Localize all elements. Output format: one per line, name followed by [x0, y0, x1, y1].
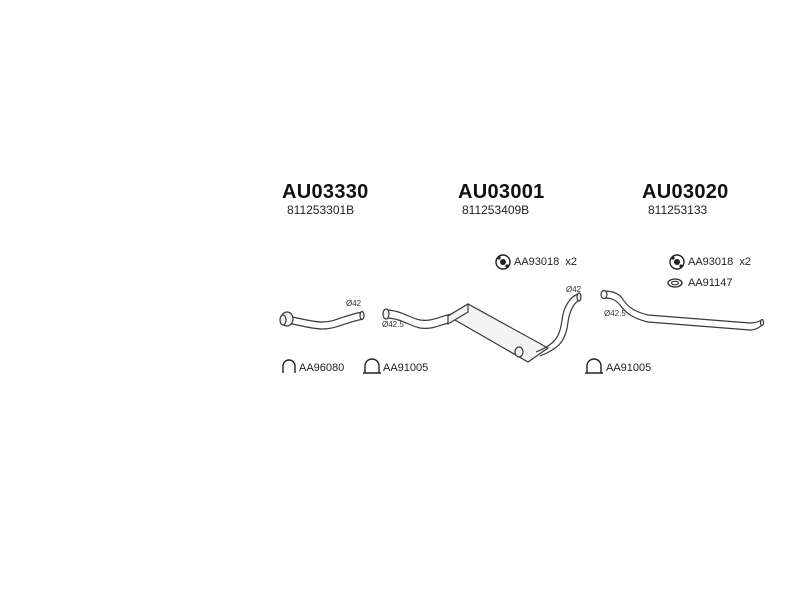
- assembly-oem-center: 811253409B: [462, 203, 530, 217]
- part-number: AA93018: [514, 256, 560, 268]
- part-quantity: x2: [565, 256, 577, 268]
- clamp-icon: [282, 359, 296, 373]
- rear-pipe-drawing: [600, 289, 765, 331]
- assembly-oem-rear: 811253133: [648, 203, 708, 217]
- bracket-icon: [363, 358, 381, 374]
- center-muffler-drawing: [382, 292, 582, 363]
- part-label-bracket-front: AA91005: [383, 362, 429, 374]
- part-label-ring-rear: AA91147: [688, 277, 733, 289]
- dimension-center-inlet: Ø42.5: [382, 320, 404, 329]
- front-pipe-drawing: [279, 310, 365, 330]
- assembly-code-center: AU03001: [458, 181, 545, 203]
- part-number: AA93018: [688, 256, 734, 268]
- mount-icon: [669, 254, 685, 270]
- dimension-rear-inlet: Ø42.5: [604, 309, 626, 318]
- dimension-front-pipe-outlet: Ø42: [346, 299, 362, 308]
- mount-icon: [495, 254, 511, 270]
- assembly-oem-front: 811253301B: [287, 203, 355, 217]
- assembly-code-front: AU03330: [282, 181, 369, 203]
- part-quantity: x2: [739, 256, 751, 268]
- assembly-code-rear: AU03020: [642, 181, 729, 203]
- part-label-mount-center: AA93018 x2: [514, 256, 577, 268]
- part-label-clamp-front: AA96080: [299, 362, 345, 374]
- bracket-icon: [585, 358, 603, 374]
- part-label-mount-rear: AA93018 x2: [688, 256, 751, 268]
- part-label-bracket-rear: AA91005: [606, 362, 652, 374]
- dimension-center-outlet: Ø42: [566, 285, 582, 294]
- ring-icon: [667, 278, 683, 288]
